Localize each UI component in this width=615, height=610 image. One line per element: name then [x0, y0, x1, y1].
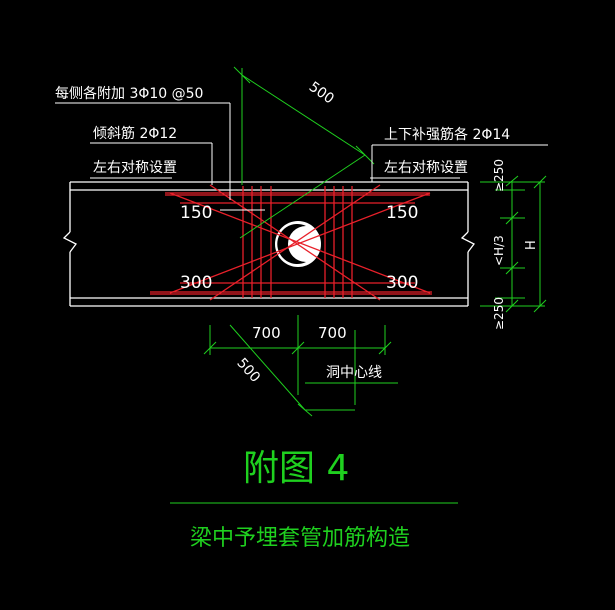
dim-500-top: 500 — [306, 79, 337, 107]
dim-h3: <H/3 — [492, 235, 506, 266]
dim-h: H — [524, 240, 539, 250]
side-bars-label: 每侧各附加 3Φ10 @50 — [55, 86, 203, 102]
dim-500-bottom: 500 — [233, 355, 263, 386]
hole-centerline-label: 洞中心线 — [326, 365, 382, 381]
beam-outline — [62, 181, 475, 307]
figure-caption: 梁中予埋套管加筋构造 — [190, 526, 410, 551]
dim-300-right: 300 — [386, 273, 418, 293]
dim-250-top: ≥250 — [492, 159, 506, 192]
symmetric-right-label: 左右对称设置 — [384, 160, 468, 176]
figure-number: 附图 4 — [243, 448, 349, 489]
symmetric-left-label: 左右对称设置 — [93, 160, 177, 176]
dim-150-right: 150 — [386, 203, 418, 223]
reinforcement-bars — [150, 184, 432, 301]
dim-700-left: 700 — [252, 324, 281, 342]
inclined-bars-label: 倾斜筋 2Φ12 — [93, 125, 177, 142]
leader-lines — [55, 102, 548, 211]
dim-700-right: 700 — [318, 324, 347, 342]
dimension-lines — [170, 66, 547, 504]
top-bottom-bars-label: 上下补强筋各 2Φ14 — [384, 126, 510, 143]
dim-250-bottom: ≥250 — [492, 297, 506, 330]
dim-300-left: 300 — [180, 273, 212, 293]
dim-150-left: 150 — [180, 203, 212, 223]
